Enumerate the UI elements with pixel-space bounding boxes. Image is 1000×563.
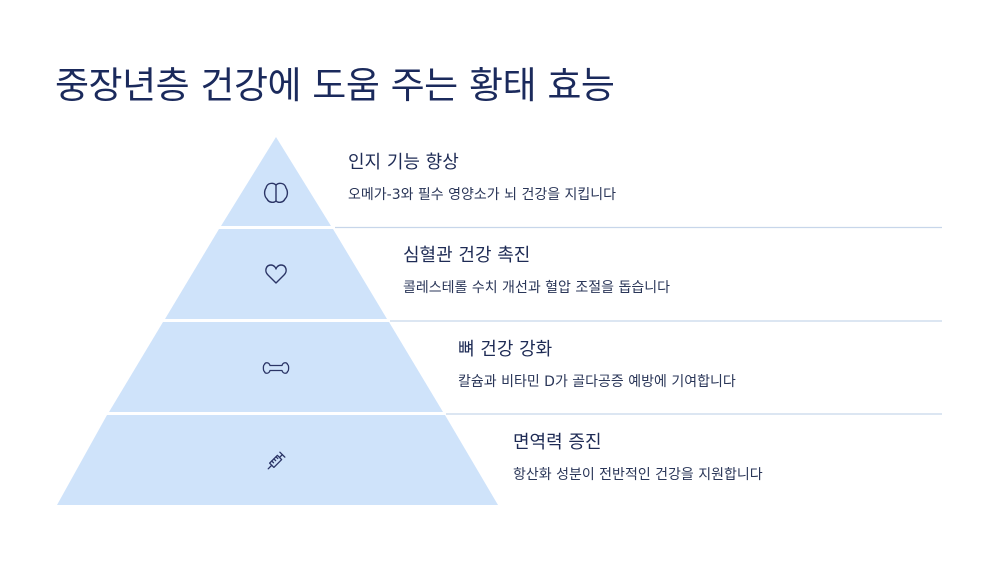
bone-icon [262,362,290,374]
level-4-description: 항산화 성분이 전반적인 건강을 지원합니다 [513,467,763,483]
page-title: 중장년층 건강에 도움 주는 황태 효능 [55,64,615,107]
level-2-description: 콜레스테롤 수치 개선과 혈압 조절을 돕습니다 [403,280,670,296]
heart-icon [265,264,287,284]
level-4-title: 면역력 증진 [513,432,602,453]
level-2-title: 심혈관 건강 촉진 [403,245,531,266]
level-1-title: 인지 기능 향상 [348,152,459,173]
pyramid-level-4 [57,415,498,505]
level-4-text: 면역력 증진 항산화 성분이 전반적인 건강을 지원합니다 [513,432,763,483]
level-3-description: 칼슘과 비타민 D가 골다공증 예방에 기여합니다 [458,374,736,390]
level-3-text: 뼈 건강 강화 칼슘과 비타민 D가 골다공증 예방에 기여합니다 [458,339,736,390]
level-1-text: 인지 기능 향상 오메가-3와 필수 영양소가 뇌 건강을 지킵니다 [348,152,616,203]
pyramid-level-3 [109,322,443,412]
level-2-text: 심혈관 건강 촉진 콜레스테롤 수치 개선과 혈압 조절을 돕습니다 [403,245,670,296]
syringe-icon [267,451,286,470]
brain-icon [263,182,289,204]
level-1-description: 오메가-3와 필수 영양소가 뇌 건강을 지킵니다 [348,187,617,203]
pyramid-level-2 [165,229,387,319]
level-3-title: 뼈 건강 강화 [458,339,553,360]
pyramid-level-1 [221,137,331,226]
